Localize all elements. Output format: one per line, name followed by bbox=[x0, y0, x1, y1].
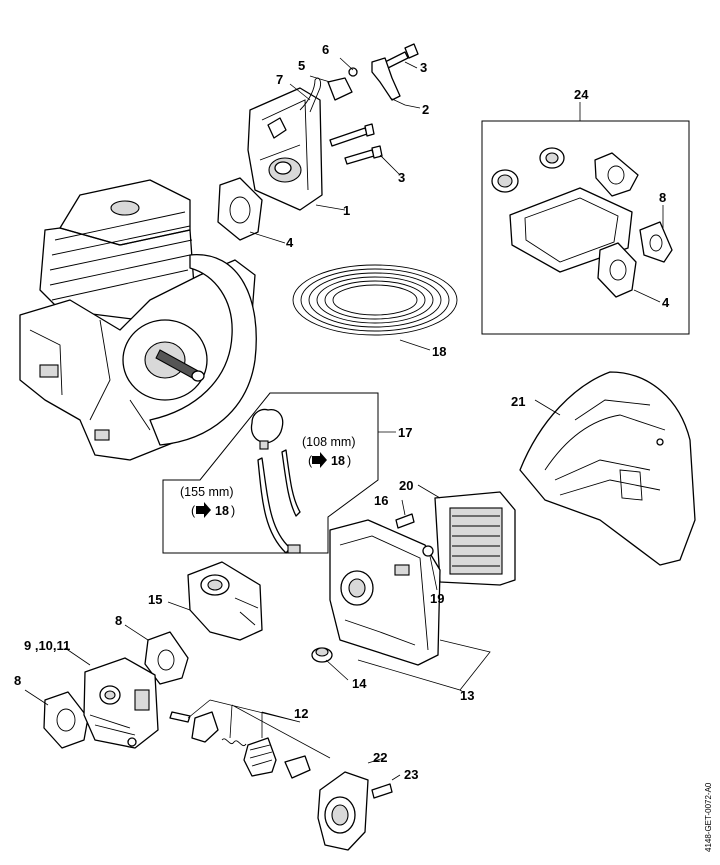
part-2-clip bbox=[371, 57, 401, 101]
label-part-12: 12 bbox=[294, 706, 308, 721]
hose-155-length: (155 mm) bbox=[180, 485, 233, 499]
part-23-screw bbox=[371, 783, 393, 799]
label-part-21: 21 bbox=[511, 394, 525, 409]
hose-kit-frame bbox=[162, 392, 379, 554]
part-9-10-11-carburetor bbox=[83, 657, 159, 749]
label-part-3-top: 3 bbox=[420, 60, 427, 75]
part-21-shroud-cover bbox=[519, 371, 696, 566]
part-16-screw bbox=[395, 513, 415, 529]
label-part-8-middle: 8 bbox=[115, 613, 122, 628]
part-5-6-7-linkage bbox=[299, 67, 358, 113]
label-part-4-top: 4 bbox=[286, 235, 294, 250]
part-number-labels: 6 5 7 3 2 3 1 4 24 8 4 18 17 21 20 16 19… bbox=[14, 42, 670, 782]
part-8-gasket-middle bbox=[144, 631, 189, 685]
leader-lines bbox=[24, 57, 664, 781]
label-part-15: 15 bbox=[148, 592, 162, 607]
part-18-coiled-tube bbox=[292, 264, 458, 336]
part-12-linkage bbox=[169, 711, 311, 779]
label-part-18: 18 bbox=[432, 344, 446, 359]
label-part-20: 20 bbox=[399, 478, 413, 493]
part-14-plug bbox=[311, 647, 333, 663]
label-part-4-kit: 4 bbox=[662, 295, 670, 310]
label-part-17: 17 bbox=[398, 425, 412, 440]
label-part-19: 19 bbox=[430, 591, 444, 606]
part-13-airbox-housing bbox=[329, 519, 441, 666]
label-part-16: 16 bbox=[374, 493, 388, 508]
label-part-9-10-11: 9 ,10,11 bbox=[24, 638, 70, 653]
label-part-2: 2 bbox=[422, 102, 429, 117]
label-part-7: 7 bbox=[276, 72, 283, 87]
hose-108-open-paren: ( bbox=[308, 454, 313, 468]
label-part-24: 24 bbox=[574, 87, 589, 102]
part-17-hoses bbox=[250, 408, 301, 554]
arrow-right-icon bbox=[196, 502, 211, 518]
part-3-bolts bbox=[329, 43, 419, 165]
label-part-1: 1 bbox=[343, 203, 350, 218]
part-22-elbow bbox=[317, 771, 369, 851]
arrow-right-icon bbox=[312, 452, 327, 468]
part-15-intake-manifold bbox=[187, 561, 263, 641]
hose-108-length: (108 mm) bbox=[302, 435, 355, 449]
hose-108-close-paren: ) bbox=[347, 454, 351, 468]
label-part-14: 14 bbox=[352, 676, 367, 691]
label-part-5: 5 bbox=[298, 58, 305, 73]
label-part-8-lower: 8 bbox=[14, 673, 21, 688]
hose-108-reference: 18 ( ) bbox=[308, 452, 351, 468]
label-part-13: 13 bbox=[460, 688, 474, 703]
part-4-gasket bbox=[217, 177, 263, 241]
label-part-23: 23 bbox=[404, 767, 418, 782]
hose-108-ref-number: 18 bbox=[331, 454, 345, 468]
label-part-6: 6 bbox=[322, 42, 329, 57]
label-part-22: 22 bbox=[373, 750, 387, 765]
hose-155-reference: 18 ( ) bbox=[191, 502, 235, 518]
drawing-code: 4148-GET-0072-A0 bbox=[704, 782, 713, 852]
label-part-8-kit: 8 bbox=[659, 190, 666, 205]
part-8-gasket-lower bbox=[43, 691, 89, 749]
gasket-kit-frame bbox=[481, 120, 690, 335]
part-1-intake-flange bbox=[247, 87, 323, 211]
part-24-gasket-kit bbox=[491, 147, 673, 298]
label-part-3-mid: 3 bbox=[398, 170, 405, 185]
part-20-air-filter bbox=[434, 491, 516, 586]
hose-155-ref-number: 18 bbox=[215, 504, 229, 518]
engine-crankcase-illustration bbox=[19, 179, 257, 461]
hose-length-notes: (108 mm) 18 ( ) (155 mm) 18 ( ) bbox=[180, 435, 355, 518]
hose-155-open-paren: ( bbox=[191, 504, 196, 518]
hose-155-close-paren: ) bbox=[231, 504, 235, 518]
part-19-washer bbox=[422, 545, 434, 557]
